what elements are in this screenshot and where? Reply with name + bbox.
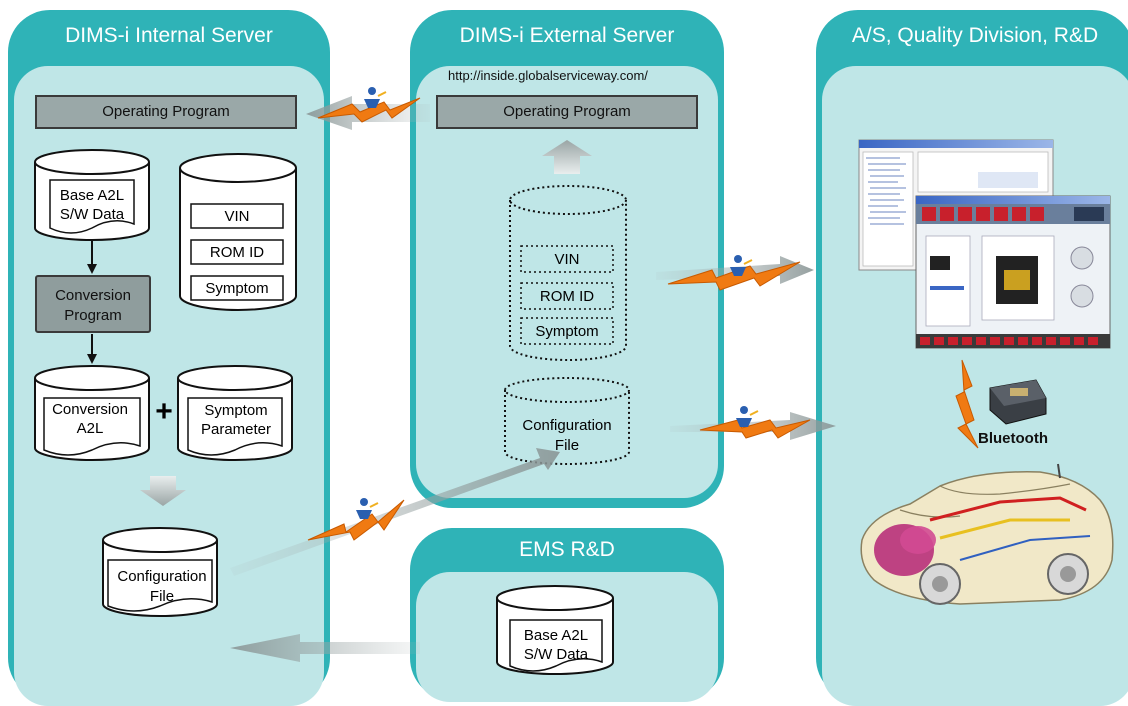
external-config-line2: File	[555, 437, 579, 454]
gray-up-arrow-external	[542, 140, 592, 174]
conversion-a2l-line2: A2L	[77, 420, 104, 437]
network-user-icon-upper-right	[730, 255, 753, 276]
software-screenshot-front	[915, 195, 1111, 349]
external-vin: VIN	[554, 251, 579, 268]
bluetooth-label: Bluetooth	[978, 430, 1048, 447]
conversion-program-line2: Program	[64, 307, 122, 324]
diagram-canvas: Base A2L S/W Data VIN ROM ID Symptom Con…	[34, 87, 1114, 675]
conversion-a2l-line1: Conversion	[52, 401, 128, 418]
network-user-icon-top	[364, 87, 387, 108]
internal-config-line1: Configuration	[117, 568, 206, 585]
network-user-icon-diagonal	[356, 498, 379, 519]
symptom-parameter-db: Symptom Parameter	[177, 365, 293, 461]
plus-sign: +	[155, 395, 173, 428]
base-a2l-line2: S/W Data	[60, 206, 125, 223]
external-config-db: Configuration File	[504, 377, 630, 465]
external-url: http://inside.globalserviceway.com/	[448, 68, 648, 83]
network-user-icon-lower-right	[736, 406, 759, 427]
symptom-param-line1: Symptom	[204, 402, 267, 419]
internal-config-db: Configuration File	[102, 527, 218, 617]
external-rom-id: ROM ID	[540, 288, 594, 305]
car-cutaway-image	[860, 463, 1114, 605]
bluetooth-device-icon	[989, 379, 1047, 425]
conversion-program-box: Conversion Program	[35, 275, 151, 333]
internal-operating-program: Operating Program	[35, 95, 297, 129]
conversion-program-line1: Conversion	[55, 287, 131, 304]
lightning-bolt-vertical	[955, 359, 979, 449]
external-server-body	[416, 66, 718, 498]
internal-rom-id: ROM ID	[210, 244, 264, 261]
lightning-bolt-top	[317, 97, 421, 123]
lightning-bolt-diagonal	[307, 499, 405, 541]
base-a2l-line1: Base A2L	[60, 187, 124, 204]
external-server-title: DIMS-i External Server	[459, 24, 675, 47]
external-config-line1: Configuration	[522, 417, 611, 434]
internal-vin: VIN	[224, 208, 249, 225]
internal-config-line2: File	[150, 588, 174, 605]
base-a2l-db: Base A2L S/W Data	[34, 149, 150, 241]
ems-base-a2l-db: Base A2L S/W Data	[496, 585, 614, 675]
external-symptom: Symptom	[535, 323, 598, 340]
flow-arrow-conversion-to-a2l	[87, 334, 97, 364]
external-server-panel: DIMS-i External Server	[410, 10, 724, 508]
external-vehicle-info-db: VIN ROM ID Symptom	[509, 185, 627, 361]
internal-server-title: DIMS-i Internal Server	[65, 24, 273, 47]
gray-down-arrow-internal	[140, 476, 186, 506]
ems-base-a2l-line2: S/W Data	[524, 646, 589, 663]
flow-arrow-base-to-conversion	[87, 240, 97, 274]
ems-base-a2l-line1: Base A2L	[524, 627, 588, 644]
asqd-title: A/S, Quality Division, R&D	[851, 24, 1099, 47]
vehicle-info-db: VIN ROM ID Symptom	[179, 153, 297, 311]
symptom-param-line2: Parameter	[201, 421, 271, 438]
internal-symptom: Symptom	[205, 280, 268, 297]
external-operating-program: Operating Program	[436, 95, 698, 129]
conversion-a2l-db: Conversion A2L	[34, 365, 150, 461]
gray-arrow-ems-to-internal	[230, 634, 420, 662]
ems-title: EMS R&D	[519, 538, 615, 561]
